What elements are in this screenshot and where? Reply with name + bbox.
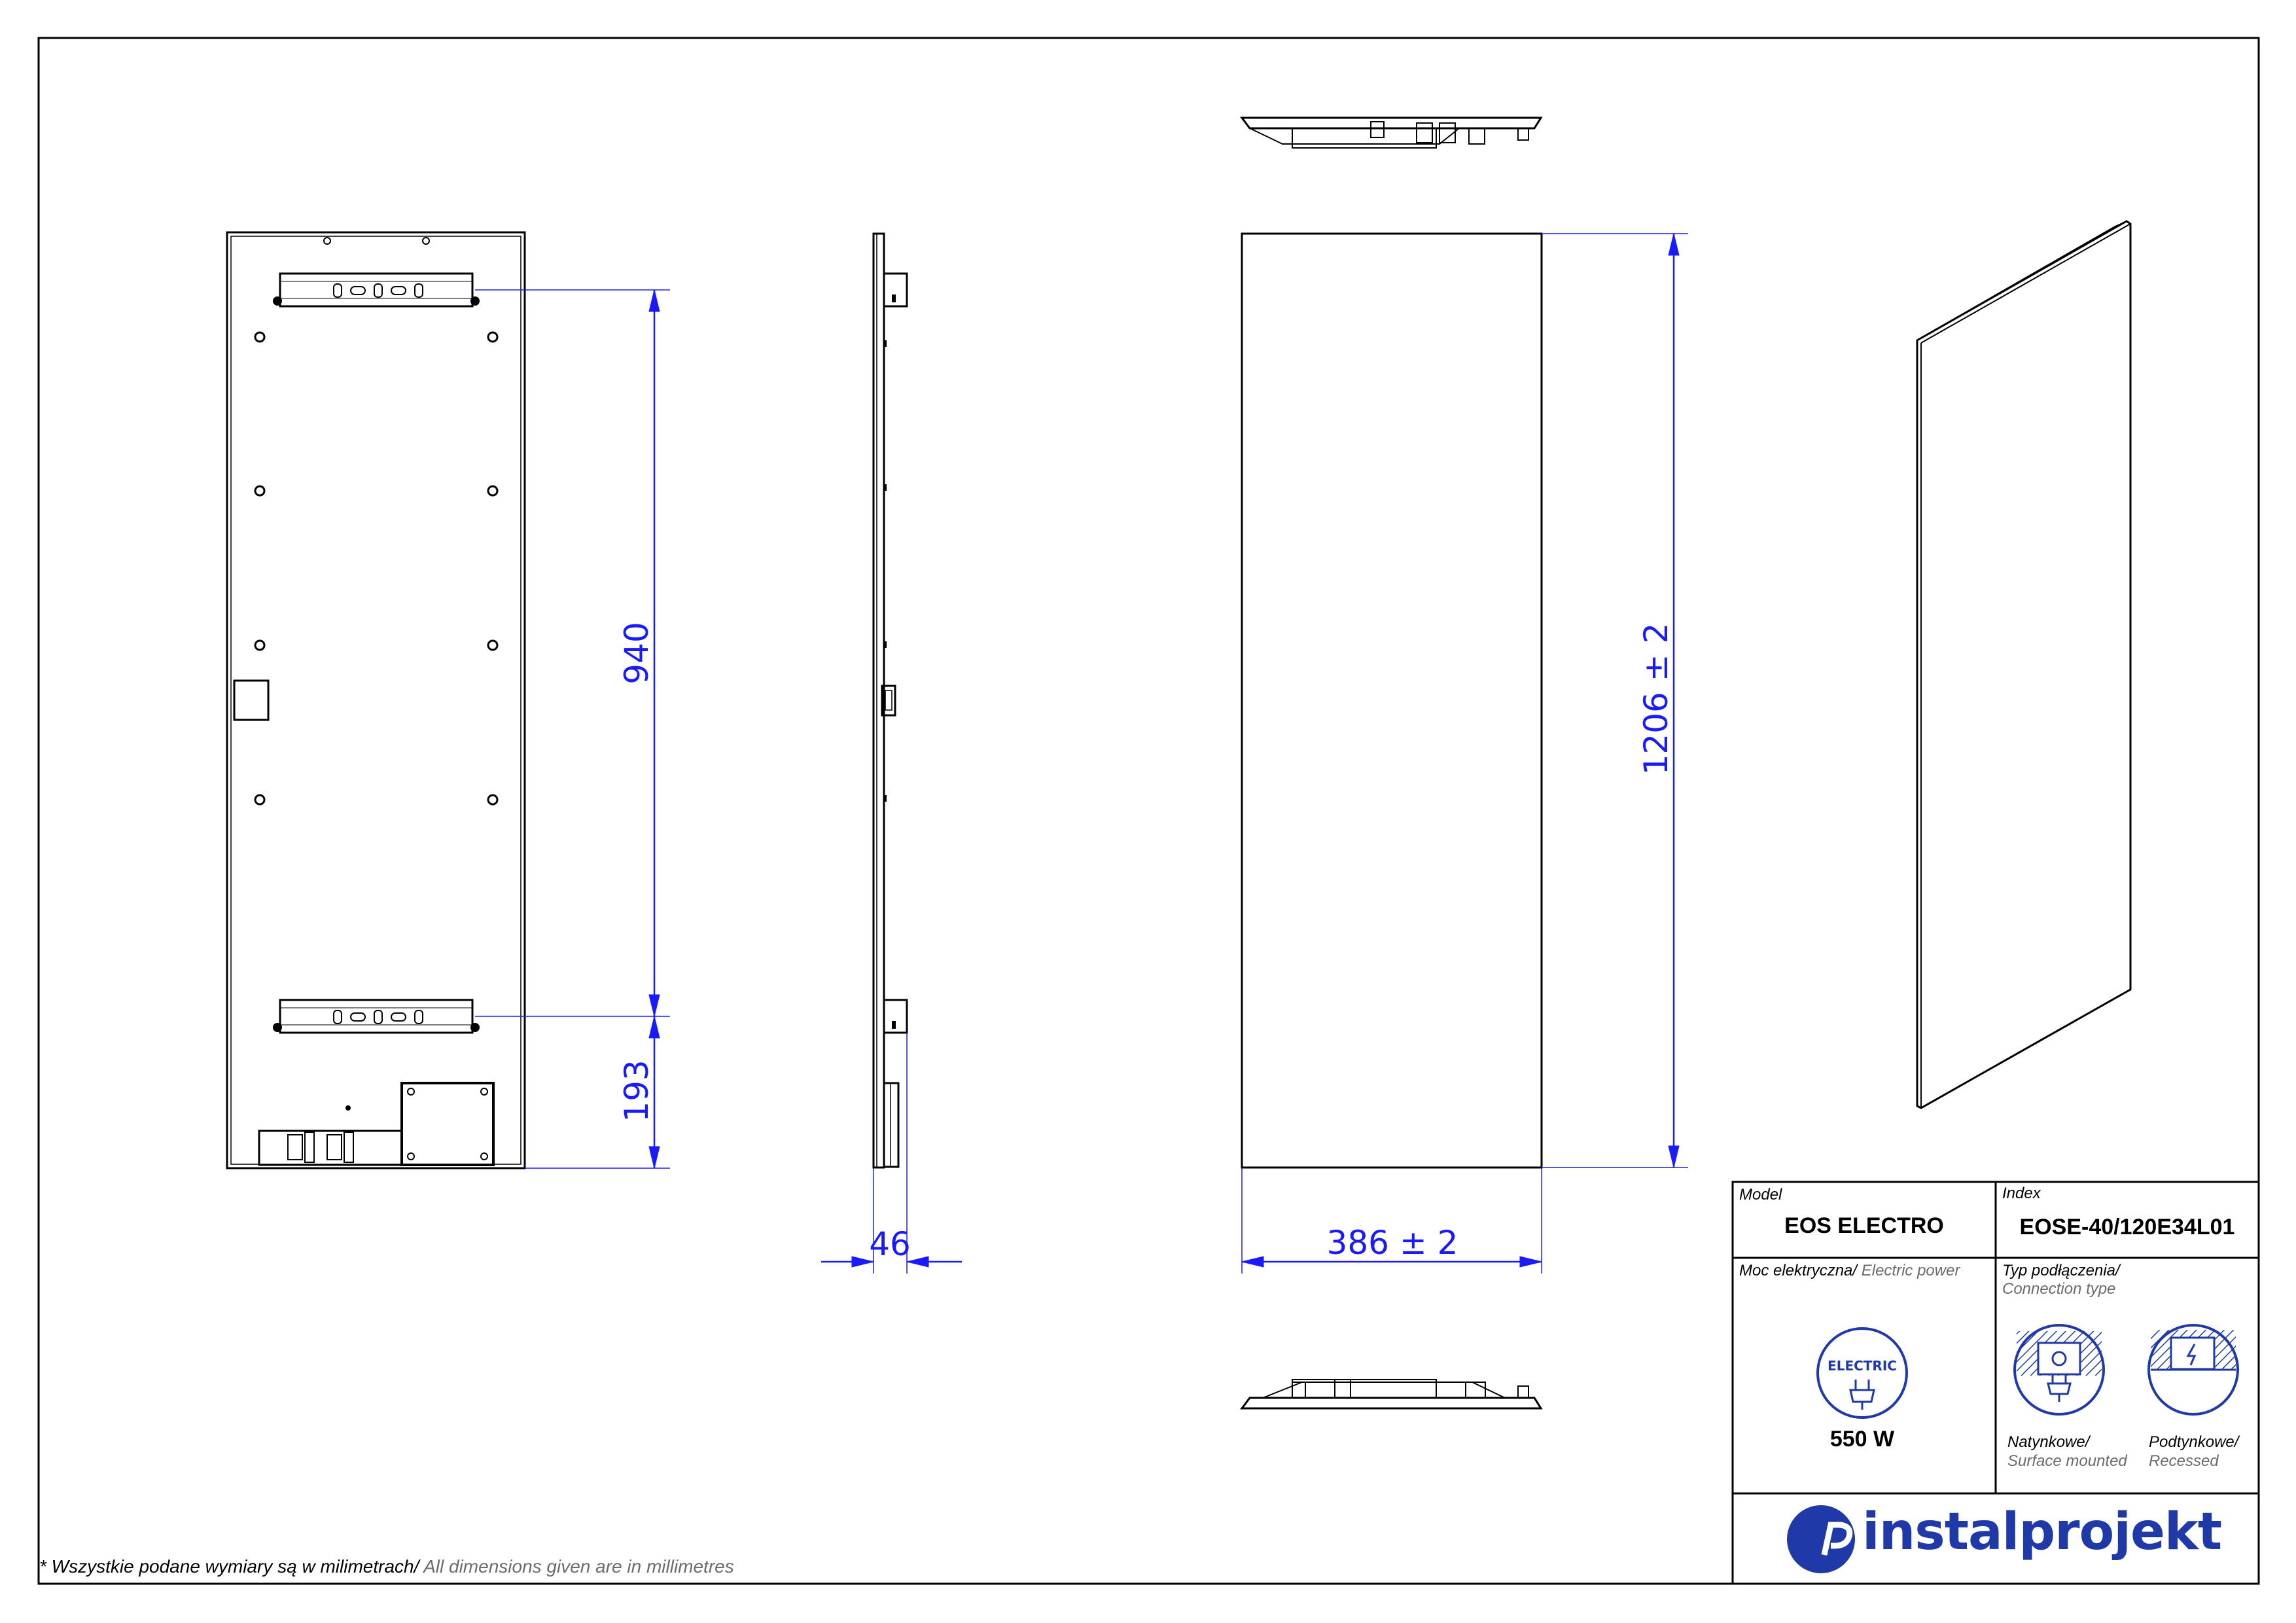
dimension-height-label: 1206 ± 2 [1637,623,1675,776]
units-footnote: * Wszystkie podane wymiary są w milimetr… [39,1556,734,1577]
connection-label-pl: Typ podłączenia/ [2002,1262,2120,1279]
recessed-caption: Podtynkowe/ Recessed [2149,1433,2238,1471]
bottom-view [1240,1379,1543,1410]
dimension-depth [821,1033,962,1274]
recessed-pl: Podtynkowe/ [2149,1433,2239,1451]
surface-pl: Natynkowe/ [2007,1433,2090,1451]
top-view [1240,116,1543,149]
model-value: EOS ELECTRO [1784,1213,1944,1238]
recessed-icon [2147,1324,2239,1416]
power-label-en: Electric power [1857,1262,1960,1279]
mounting-bracket-top [273,272,480,308]
control-box [258,1082,495,1166]
index-label: Index [2002,1185,2041,1202]
power-label-pl: Moc elektryczna/ [1739,1262,1858,1279]
connection-type-label: Typ podłączenia/ Connection type [2002,1262,2120,1298]
footnote-pl: * Wszystkie podane wymiary są w milimetr… [39,1556,419,1577]
title-block [1731,1181,2260,1585]
electric-icon-text: ELECTRIC [1828,1358,1897,1374]
dimension-depth-label: 46 [869,1225,911,1263]
index-value: EOSE-40/120E34L01 [2019,1215,2235,1240]
drawing-frame [37,37,2260,1585]
mounting-bracket-bottom [273,999,480,1034]
recessed-en: Recessed [2149,1452,2219,1470]
side-switch [233,679,270,721]
dimension-spacing-label: 940 [618,622,656,684]
electric-plug-icon [1816,1327,1908,1419]
connection-label-en: Connection type [2002,1279,2116,1298]
brand-logo-icon [1389,1505,1855,1573]
rear-fixing-points [254,331,499,806]
dimension-bottom-label: 193 [618,1060,656,1122]
dimension-vertical-rear [475,289,670,1169]
side-view [872,232,908,1169]
footnote-en: All dimensions given are in millimetres [419,1556,734,1577]
dimension-width [1241,1168,1542,1274]
surface-mounted-icon [2013,1324,2105,1416]
dimension-height [1542,233,1688,1168]
rear-view [226,231,526,1169]
power-label: Moc elektryczna/ Electric power [1739,1262,1960,1280]
surface-en: Surface mounted [2007,1452,2127,1470]
front-panel [1241,232,1543,1169]
surface-mounted-caption: Natynkowe/ Surface mounted [2007,1433,2127,1471]
model-label: Model [1739,1186,1782,1204]
isometric-view [1916,220,2132,1109]
power-value: 550 W [1829,1427,1895,1452]
dimension-width-label: 386 ± 2 [1327,1224,1458,1262]
brand-name: instalprojekt [1862,1503,2222,1561]
